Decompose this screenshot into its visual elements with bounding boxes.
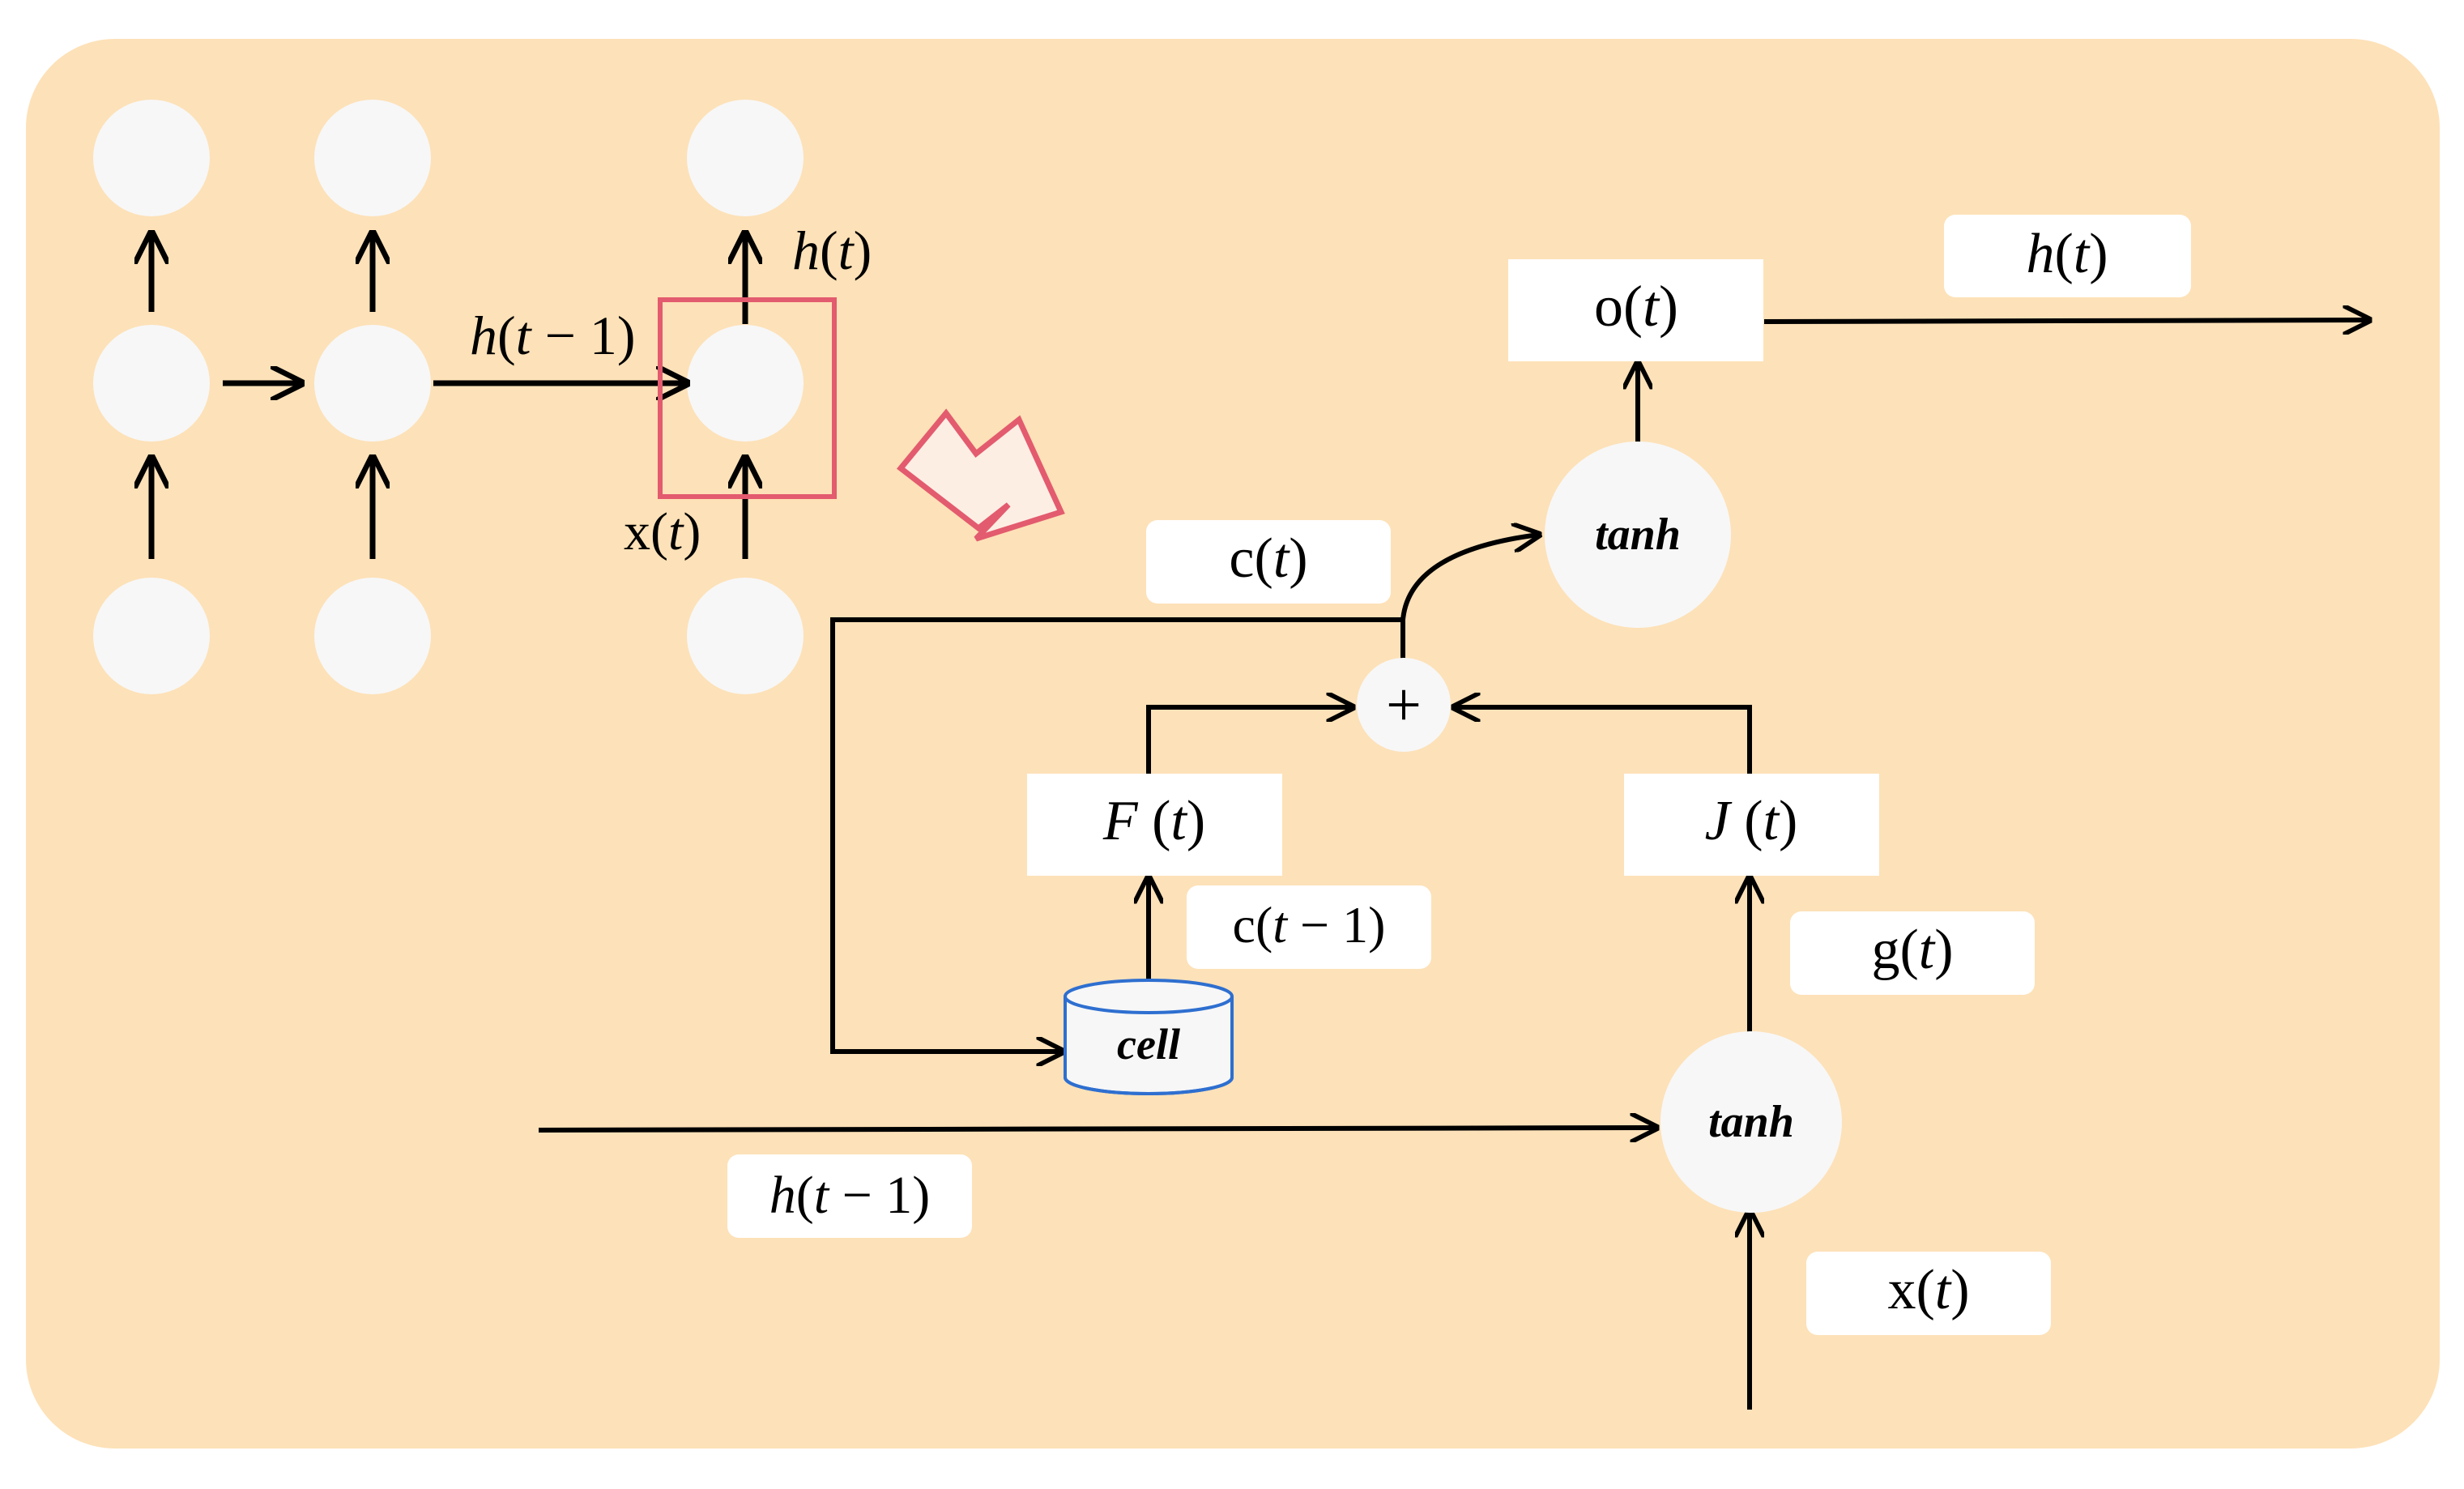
- label-paren-close: ): [1289, 527, 1307, 590]
- output-gate-box: [1508, 259, 1763, 361]
- rnn-input-node-2: [314, 578, 431, 694]
- label-t: t: [1170, 790, 1187, 852]
- rnn-highlight-box: [658, 297, 837, 499]
- label-var: x: [624, 502, 650, 561]
- label-var: h: [2026, 223, 2054, 285]
- label-paren-close: ): [1187, 790, 1205, 852]
- label-paren: (: [1255, 896, 1272, 954]
- plus-icon: +: [1386, 669, 1422, 740]
- label-paren-close: ): [683, 502, 701, 561]
- label-t: t: [516, 305, 533, 366]
- label-t: t: [1763, 790, 1780, 852]
- label-paren: (: [1730, 790, 1763, 852]
- cell-prev-label: c(t − 1): [1233, 896, 1386, 954]
- plus-node: [1357, 658, 1451, 752]
- label-t: t: [668, 502, 684, 561]
- label-var: x: [1887, 1259, 1916, 1321]
- label-paren-close: ): [854, 220, 872, 281]
- forget-box: [1027, 774, 1282, 876]
- label-t: t: [814, 1166, 830, 1225]
- label-paren: (: [820, 220, 838, 281]
- expand-arrow-icon: [897, 408, 1065, 542]
- cell-state-feedback: [830, 617, 1403, 1052]
- label-paren: (: [2054, 223, 2073, 285]
- forget-label: F (t): [1102, 790, 1205, 852]
- label-rest: − 1): [1287, 896, 1385, 954]
- label-paren: (: [1255, 527, 1273, 590]
- hidden-prev-line: [538, 1128, 1656, 1130]
- input-x-box: [1806, 1252, 2051, 1335]
- label-var: J: [1705, 790, 1733, 852]
- hidden-prev-label: h(t − 1): [769, 1166, 931, 1225]
- input-j-box: [1624, 774, 1879, 876]
- label-paren-close: ): [2089, 223, 2108, 285]
- label-paren: (: [1623, 274, 1643, 339]
- label-paren-close: ): [1934, 919, 1953, 981]
- hidden-prev-box: [727, 1154, 972, 1238]
- cell-prev-box: [1187, 885, 1431, 969]
- tanh-top-label: tanh: [1595, 510, 1681, 560]
- output-h-label: h(t): [2026, 223, 2108, 285]
- rnn-hidden-node-3: [687, 325, 804, 442]
- label-rest: − 1): [829, 1166, 930, 1225]
- label-t: t: [2074, 223, 2091, 285]
- label-paren-close: ): [1779, 790, 1797, 852]
- cell-state-label: c(t): [1229, 527, 1307, 590]
- lstm-cell: o(t) h(t) tanh c(t) + F (t) J (t) c: [538, 215, 2369, 1410]
- label-paren: (: [1916, 1259, 1934, 1321]
- label-t: t: [1643, 274, 1660, 339]
- cell-state-box: [1146, 520, 1391, 604]
- gate-g-label: g(t): [1871, 919, 1953, 981]
- unrolled-rnn: h(t − 1) h(t) x(t): [93, 100, 872, 694]
- rnn-input-label: x(t): [624, 502, 701, 561]
- label-paren-close: ): [1950, 1259, 1969, 1321]
- label-t: t: [838, 220, 855, 281]
- label-var: h: [792, 220, 820, 281]
- input-x-label: x(t): [1887, 1259, 1969, 1321]
- label-paren: (: [1899, 919, 1918, 981]
- output-gate-label: o(t): [1594, 274, 1678, 339]
- label-var: h: [769, 1166, 796, 1225]
- label-rest: − 1): [531, 305, 636, 366]
- label-var: c: [1229, 527, 1254, 590]
- cell-state-to-tanh: [1400, 535, 1539, 664]
- tanh-node-bottom: [1660, 1031, 1842, 1213]
- rnn-input-node-1: [93, 578, 210, 694]
- label-paren-close: ): [1659, 274, 1678, 339]
- input-j-label: J (t): [1705, 790, 1798, 852]
- rnn-input-node-3: [687, 578, 804, 694]
- tanh-bottom-label: tanh: [1708, 1097, 1794, 1147]
- label-var: g: [1871, 919, 1899, 981]
- cell-label: cell: [1117, 1020, 1180, 1069]
- label-t: t: [1935, 1259, 1952, 1321]
- rnn-output-node-2: [314, 100, 431, 216]
- label-var: c: [1233, 896, 1255, 954]
- label-t: t: [1272, 896, 1289, 954]
- label-var: F: [1102, 790, 1139, 852]
- label-paren: (: [650, 502, 668, 561]
- label-var: o: [1594, 274, 1623, 339]
- rnn-output-label: h(t): [792, 220, 872, 281]
- gate-g-box: [1790, 911, 2035, 995]
- rnn-output-node-1: [93, 100, 210, 216]
- rnn-hidden-prev-label: h(t − 1): [470, 305, 636, 366]
- rnn-output-node-3: [687, 100, 804, 216]
- rnn-hidden-node-1: [93, 325, 210, 442]
- label-var: h: [470, 305, 497, 366]
- forget-to-plus: [1146, 707, 1353, 774]
- label-t: t: [1273, 527, 1290, 590]
- label-paren: (: [796, 1166, 814, 1225]
- label-paren: (: [497, 305, 516, 366]
- label-paren: (: [1138, 790, 1171, 852]
- tanh-node-top: [1545, 442, 1731, 628]
- output-h-box: [1944, 215, 2191, 297]
- label-t: t: [1919, 919, 1936, 981]
- rnn-hidden-node-2: [314, 325, 431, 442]
- output-line: [1763, 320, 2369, 322]
- cell-cylinder-icon: [1064, 979, 1234, 1095]
- input-to-plus: [1454, 707, 1752, 774]
